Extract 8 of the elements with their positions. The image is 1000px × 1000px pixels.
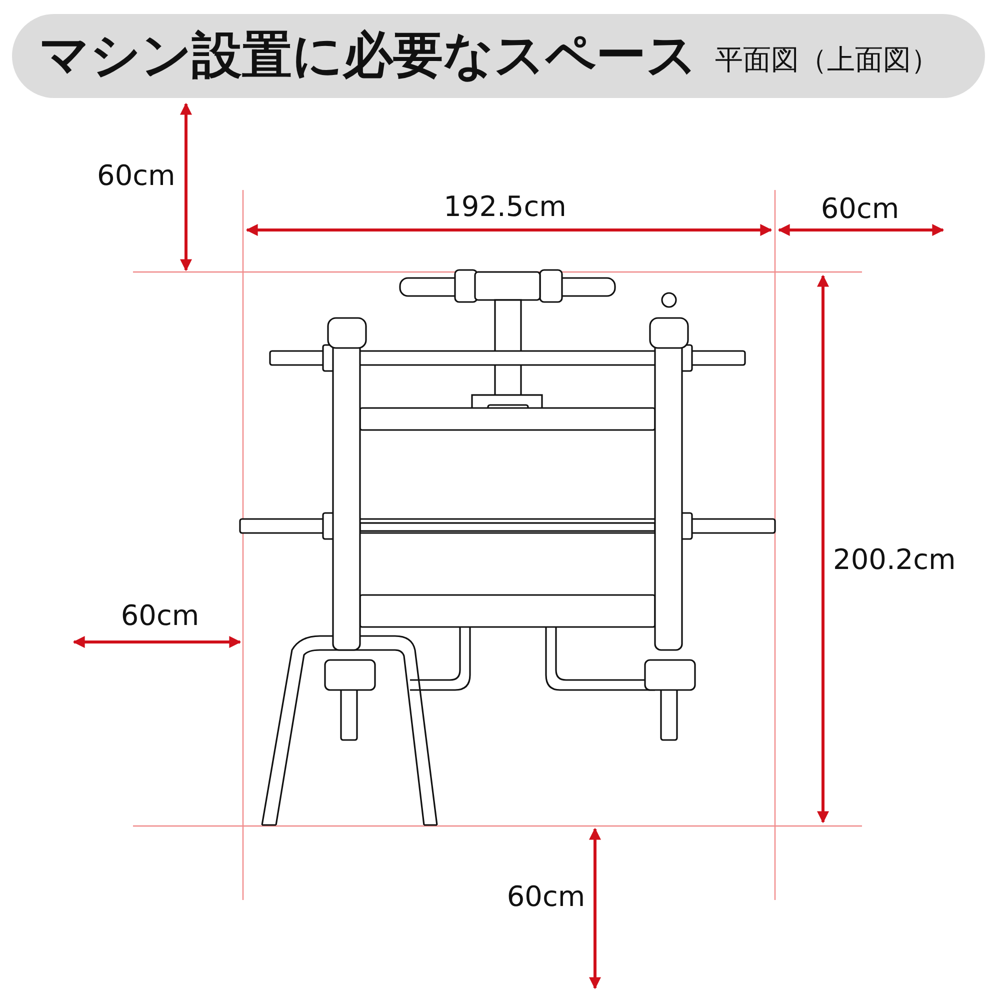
title: マシン設置に必要なスペース	[39, 30, 697, 80]
view-label: 平面図（上面図）	[715, 46, 939, 74]
dimension-label: 60cm	[120, 602, 200, 630]
dimension-label: 60cm	[506, 883, 586, 911]
dimension-label: 192.5cm	[444, 193, 566, 221]
dimension-label: 200.2cm	[833, 546, 956, 574]
dimension-label: 60cm	[820, 195, 900, 223]
dimension-label: 60cm	[97, 162, 176, 190]
